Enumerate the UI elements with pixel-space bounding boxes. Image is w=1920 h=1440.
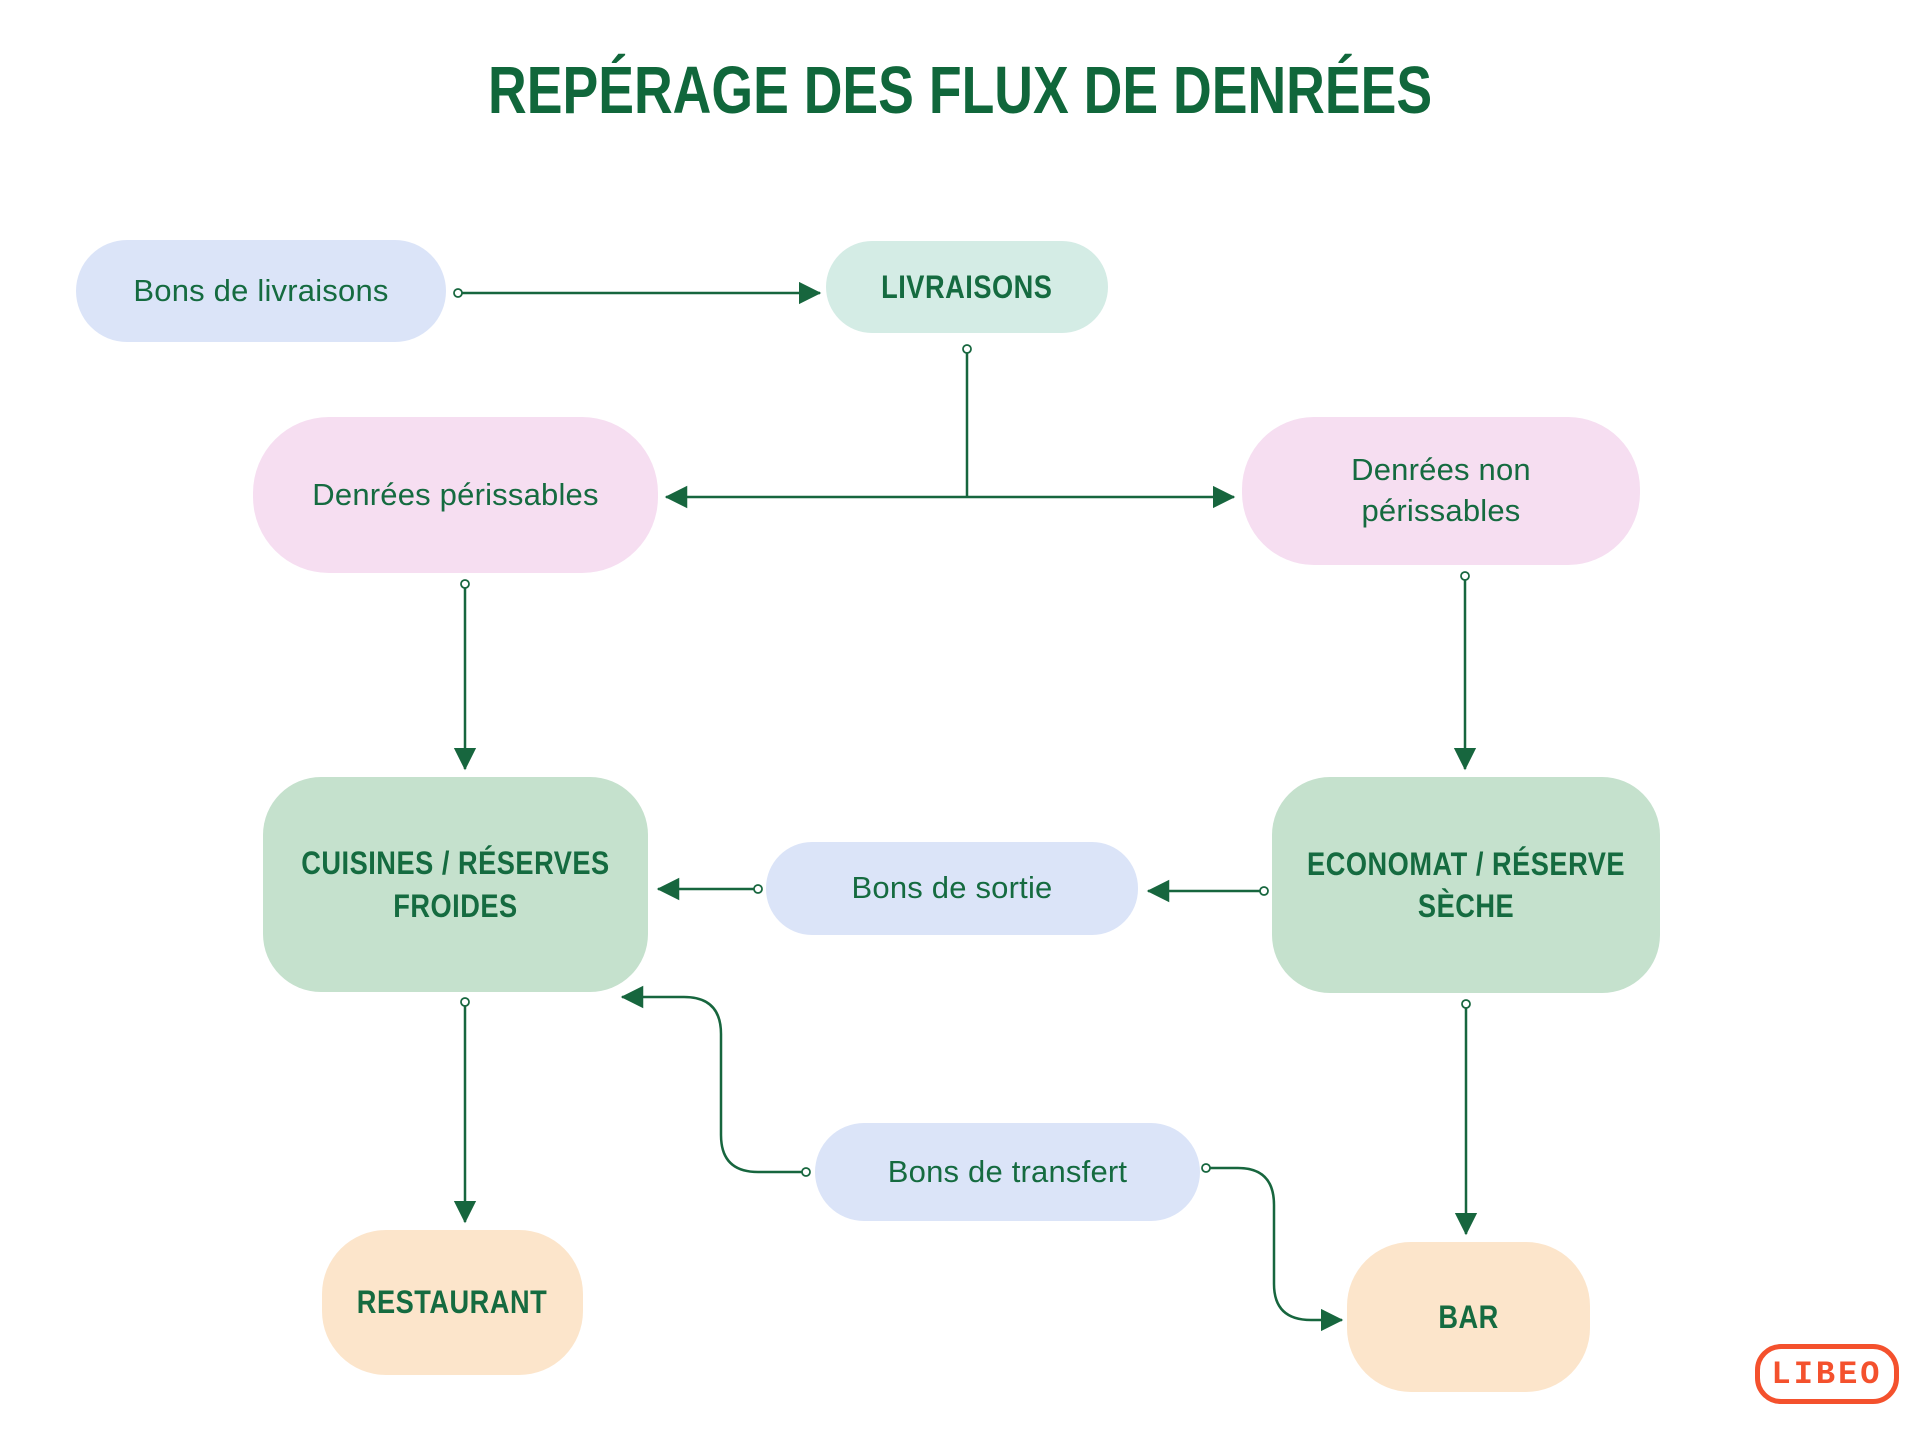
node-bons-de-sortie: Bons de sortie [766, 842, 1138, 935]
node-cuisines-reserves-froides: CUISINES / RÉSERVES FROIDES [263, 777, 648, 992]
node-bons-de-transfert: Bons de transfert [815, 1123, 1200, 1221]
node-denrees-perissables: Denrées périssables [253, 417, 658, 573]
node-economat-reserve-seche-label: ECONOMAT / RÉSERVE SÈCHE [1306, 845, 1626, 924]
node-livraisons-label: LIVRAISONS [881, 268, 1053, 305]
diagram-title: REPÉRAGE DES FLUX DE DENRÉES [0, 52, 1920, 129]
node-denrees-non-perissables-label: Denrées non périssables [1351, 452, 1531, 528]
libeo-logo-text: LIBEO [1771, 1355, 1883, 1393]
node-bons-de-livraisons: Bons de livraisons [76, 240, 446, 342]
node-restaurant: RESTAURANT [322, 1230, 583, 1375]
diagram-title-text: REPÉRAGE DES FLUX DE DENRÉES [487, 53, 1433, 128]
edge-bons-transfert-to-bar [1201, 1163, 1344, 1332]
node-bons-de-sortie-label: Bons de sortie [851, 870, 1053, 906]
node-livraisons: LIVRAISONS [826, 241, 1108, 333]
node-restaurant-label: RESTAURANT [357, 1284, 548, 1321]
node-bons-de-transfert-label: Bons de transfert [887, 1153, 1128, 1189]
edge-bons-transfert-to-cuisines [620, 985, 811, 1177]
node-bar-label: BAR [1438, 1298, 1499, 1335]
node-denrees-non-perissables: Denrées non périssables [1242, 417, 1640, 565]
node-economat-reserve-seche: ECONOMAT / RÉSERVE SÈCHE [1272, 777, 1660, 993]
node-cuisines-reserves-froides-label: CUISINES / RÉSERVES FROIDES [301, 845, 610, 924]
node-bar: BAR [1347, 1242, 1590, 1392]
node-denrees-perissables-label: Denrées périssables [312, 476, 599, 512]
libeo-logo: LIBEO [1755, 1344, 1899, 1404]
node-bons-de-livraisons-label: Bons de livraisons [133, 272, 389, 308]
